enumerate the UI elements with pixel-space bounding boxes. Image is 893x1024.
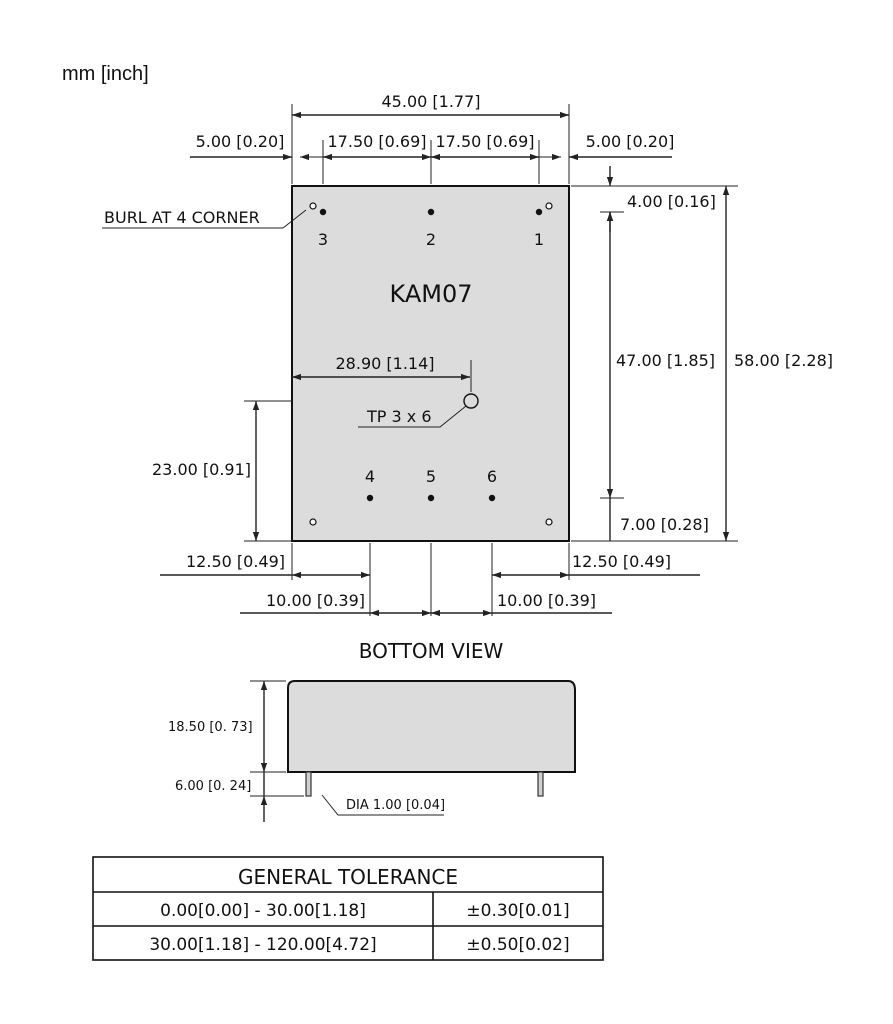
- pin-6-dot: [488, 494, 496, 502]
- side-pin-left: [305, 771, 312, 797]
- pitch-left-dim: 17.50 [0.69]: [328, 132, 427, 151]
- model-name: KAM07: [390, 280, 473, 308]
- pin-label-5: 5: [426, 467, 436, 486]
- pin-length-dim: 6.00 [0. 24]: [175, 779, 251, 794]
- tolerance-range-1: 0.00[0.00] - 30.00[1.18]: [160, 901, 366, 921]
- body-height-dim: 18.50 [0. 73]: [168, 720, 253, 735]
- bottom-edge-left-dim: 12.50 [0.49]: [186, 552, 285, 571]
- edge-left-dim: 5.00 [0.20]: [196, 132, 285, 151]
- bottom-offset-dim: 7.00 [0.28]: [620, 515, 709, 534]
- test-point-label: TP 3 x 6: [366, 407, 432, 426]
- tp-leader-line: [358, 405, 467, 428]
- burl-hole-top-left: [309, 202, 317, 210]
- bottom-edge-right-dim: 12.50 [0.49]: [572, 552, 671, 571]
- bottom-view-label: BOTTOM VIEW: [359, 639, 504, 663]
- pin-1-dot: [535, 208, 543, 216]
- side-extension-lines: [250, 680, 304, 797]
- tolerance-table-header: GENERAL TOLERANCE: [238, 865, 458, 889]
- pin-diameter-dim: DIA 1.00 [0.04]: [346, 798, 445, 813]
- tolerance-value-1: ±0.30[0.01]: [466, 901, 569, 921]
- pin-4-dot: [366, 494, 374, 502]
- overall-width-dim: 45.00 [1.77]: [382, 92, 481, 111]
- pin-5-dot: [427, 494, 435, 502]
- overall-height-dim: 58.00 [2.28]: [734, 351, 833, 370]
- module-body-bottom-view: [291, 185, 570, 542]
- units-label: mm [inch]: [62, 63, 149, 85]
- pin-label-1: 1: [534, 230, 544, 249]
- pin-diameter-leader: [321, 794, 444, 816]
- burl-hole-bottom-right: [545, 518, 553, 526]
- burl-label: BURL AT 4 CORNER: [104, 208, 260, 227]
- bottom-pitch-right-dim: 10.00 [0.39]: [497, 591, 596, 610]
- tolerance-table: [92, 856, 604, 961]
- edge-right-dim: 5.00 [0.20]: [586, 132, 675, 151]
- pin-row-spacing-dim: 47.00 [1.85]: [616, 351, 715, 370]
- side-pin-right: [537, 771, 544, 797]
- burl-hole-bottom-left: [309, 518, 317, 526]
- pin-label-2: 2: [426, 230, 436, 249]
- burl-leader-line: [102, 209, 307, 229]
- pitch-right-dim: 17.50 [0.69]: [436, 132, 535, 151]
- tolerance-value-2: ±0.50[0.02]: [466, 935, 569, 955]
- pin-2-dot: [427, 208, 435, 216]
- tp-horizontal-dim: 28.90 [1.14]: [336, 354, 435, 373]
- bottom-pitch-left-dim: 10.00 [0.39]: [266, 591, 365, 610]
- top-offset-dim: 4.00 [0.16]: [627, 192, 716, 211]
- pin-label-3: 3: [318, 230, 328, 249]
- pin-label-6: 6: [487, 467, 497, 486]
- dim-label-bg: [612, 348, 718, 372]
- pin-label-4: 4: [365, 467, 375, 486]
- bottom-extension-lines: [291, 543, 570, 616]
- tp-vertical-dim: 23.00 [0.91]: [152, 460, 251, 479]
- tolerance-range-2: 30.00[1.18] - 120.00[4.72]: [149, 935, 376, 955]
- module-body-side-view: [287, 680, 576, 773]
- pin-3-dot: [319, 208, 327, 216]
- burl-hole-top-right: [545, 202, 553, 210]
- test-point-circle: [463, 393, 479, 409]
